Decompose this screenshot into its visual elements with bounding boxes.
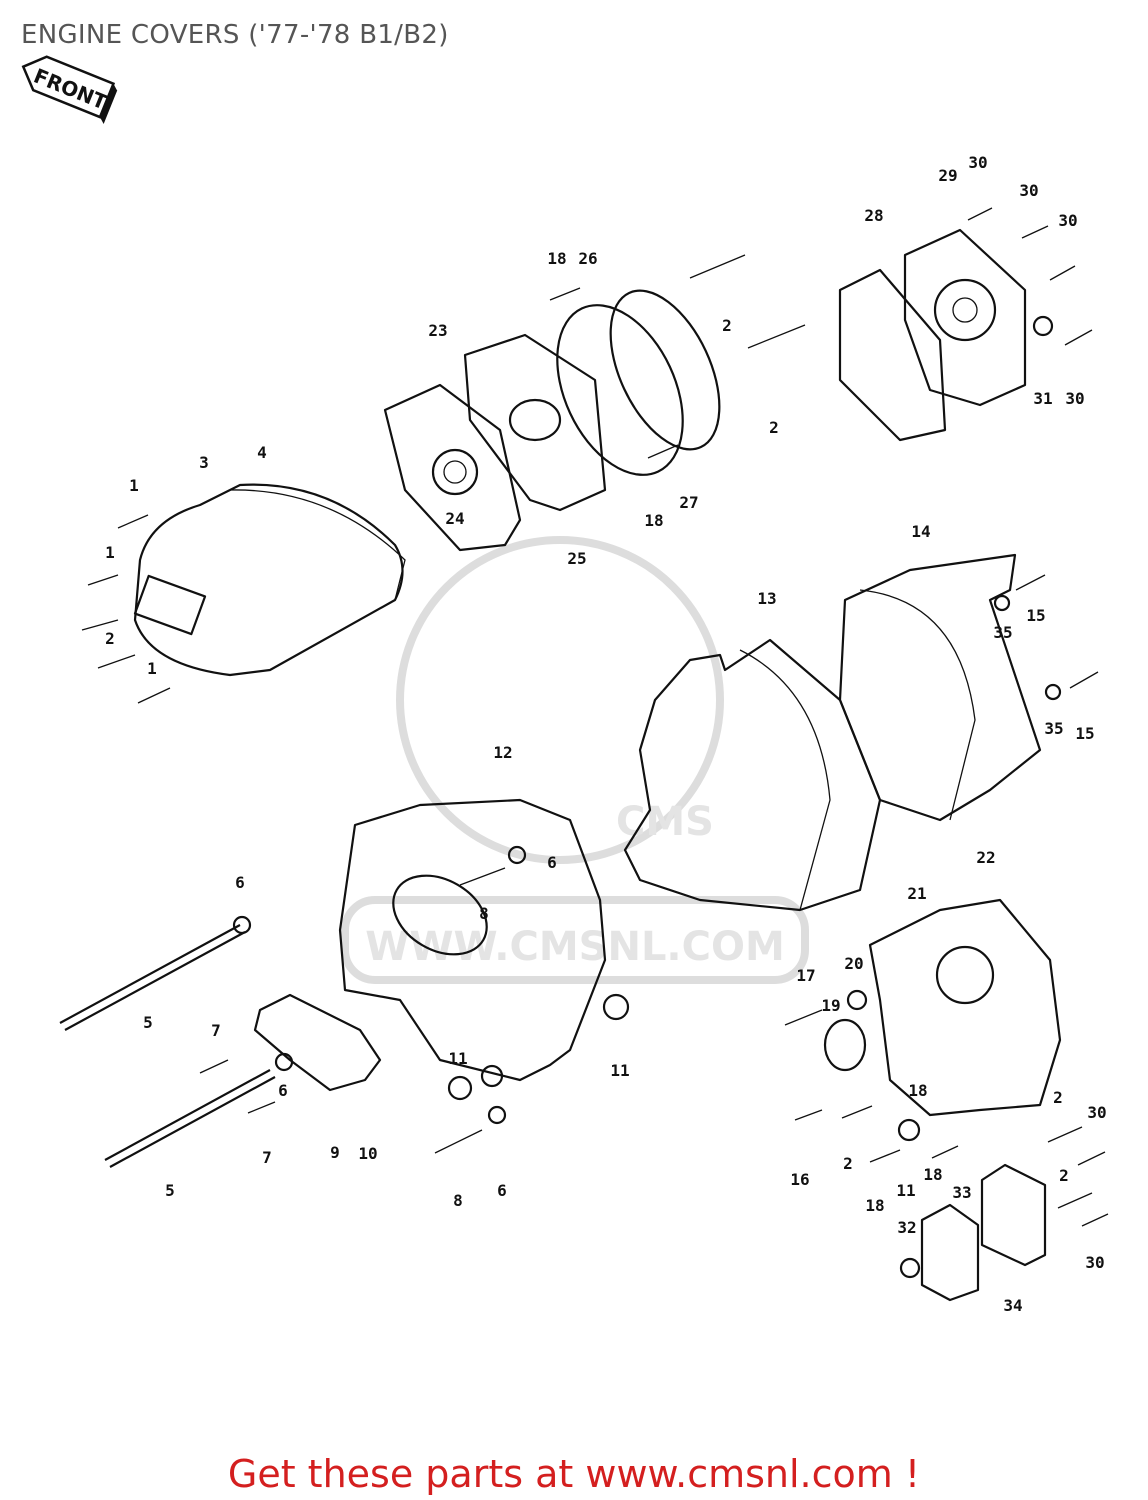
callout: 7 [211, 1021, 221, 1040]
callout: 2 [1059, 1166, 1069, 1185]
part-cover-25 [463, 333, 607, 512]
callout: 20 [844, 954, 863, 973]
callout: 1 [129, 476, 139, 495]
callout: 8 [453, 1191, 463, 1210]
callout: 1 [147, 659, 157, 678]
callout: 30 [1087, 1103, 1106, 1122]
callout: 18 [865, 1196, 884, 1215]
callout: 2 [843, 1154, 853, 1173]
callout: 30 [1058, 211, 1077, 230]
callout: 7 [262, 1148, 272, 1167]
part-gasket-26-27 [556, 289, 721, 476]
callout: 26 [578, 249, 597, 268]
page-title: ENGINE COVERS ('77-'78 B1/B2) [21, 20, 449, 50]
callout: 5 [165, 1181, 175, 1200]
callout: 25 [567, 549, 586, 568]
callout: 8 [479, 904, 489, 923]
callout: 35 [993, 623, 1012, 642]
callout-labels: 1 1 2 1 3 4 23 24 25 18 26 2 2 27 18 28 … [105, 153, 1106, 1315]
callout: 30 [1085, 1253, 1104, 1272]
watermark-logo-text: CMS [616, 799, 714, 845]
washers-nuts [232, 315, 1062, 1142]
callout: 4 [257, 443, 267, 462]
callout: 29 [938, 166, 957, 185]
callout: 30 [1019, 181, 1038, 200]
callout: 24 [445, 509, 464, 528]
callout: 3 [199, 453, 209, 472]
callout: 19 [821, 996, 840, 1015]
watermark-logo: CMS WWW.CMSNL.COM [341, 536, 809, 984]
callout: 23 [428, 321, 447, 340]
part-chain-cover-14 [838, 553, 1042, 822]
part-cover-21-22 [823, 898, 1062, 1117]
callout: 6 [235, 873, 245, 892]
callout: 18 [923, 1165, 942, 1184]
part-long-bolts-5 [59, 924, 276, 1168]
callout: 2 [769, 418, 779, 437]
callout: 6 [497, 1181, 507, 1200]
callout: 14 [911, 522, 930, 541]
callout: 16 [790, 1170, 809, 1189]
part-cover-plate-9-10 [253, 993, 382, 1092]
part-cover-gasket-23 [383, 383, 522, 552]
callout: 17 [796, 966, 815, 985]
callout: 12 [493, 743, 512, 762]
callout: 5 [143, 1013, 153, 1032]
callout: 2 [722, 316, 732, 335]
callout: 11 [610, 1061, 629, 1080]
callout: 15 [1075, 724, 1094, 743]
callout: 11 [448, 1049, 467, 1068]
part-cover-33-34 [899, 1163, 1047, 1302]
callout: 35 [1044, 719, 1063, 738]
callout: 28 [864, 206, 883, 225]
callout: 2 [1053, 1088, 1063, 1107]
callout: 6 [278, 1081, 288, 1100]
watermark-text: WWW.CMSNL.COM [365, 924, 785, 970]
callout: 10 [358, 1144, 377, 1163]
callout: 32 [897, 1218, 916, 1237]
callout: 11 [896, 1181, 915, 1200]
callout: 18 [644, 511, 663, 530]
callout: 22 [976, 848, 995, 867]
part-cover-28-29 [838, 228, 1027, 442]
part-magneto-cover [133, 483, 406, 677]
callout: 9 [330, 1143, 340, 1162]
callout: 30 [1065, 389, 1084, 408]
callout: 2 [105, 629, 115, 648]
callout: 18 [908, 1081, 927, 1100]
callout: 27 [679, 493, 698, 512]
part-chain-cover-13 [623, 638, 882, 912]
front-arrow-icon: FRONT [21, 55, 118, 124]
callout: 31 [1033, 389, 1052, 408]
callout: 1 [105, 543, 115, 562]
callout: 30 [968, 153, 987, 172]
callout: 34 [1003, 1296, 1022, 1315]
callout: 18 [547, 249, 566, 268]
bolts [81, 207, 1109, 1227]
callout: 13 [757, 589, 776, 608]
callout: 15 [1026, 606, 1045, 625]
callout: 6 [547, 853, 557, 872]
callout: 33 [952, 1183, 971, 1202]
footer-link[interactable]: Get these parts at www.cmsnl.com ! [227, 1452, 921, 1496]
callout: 21 [907, 884, 926, 903]
part-crankcase-cover-12 [338, 798, 607, 1082]
